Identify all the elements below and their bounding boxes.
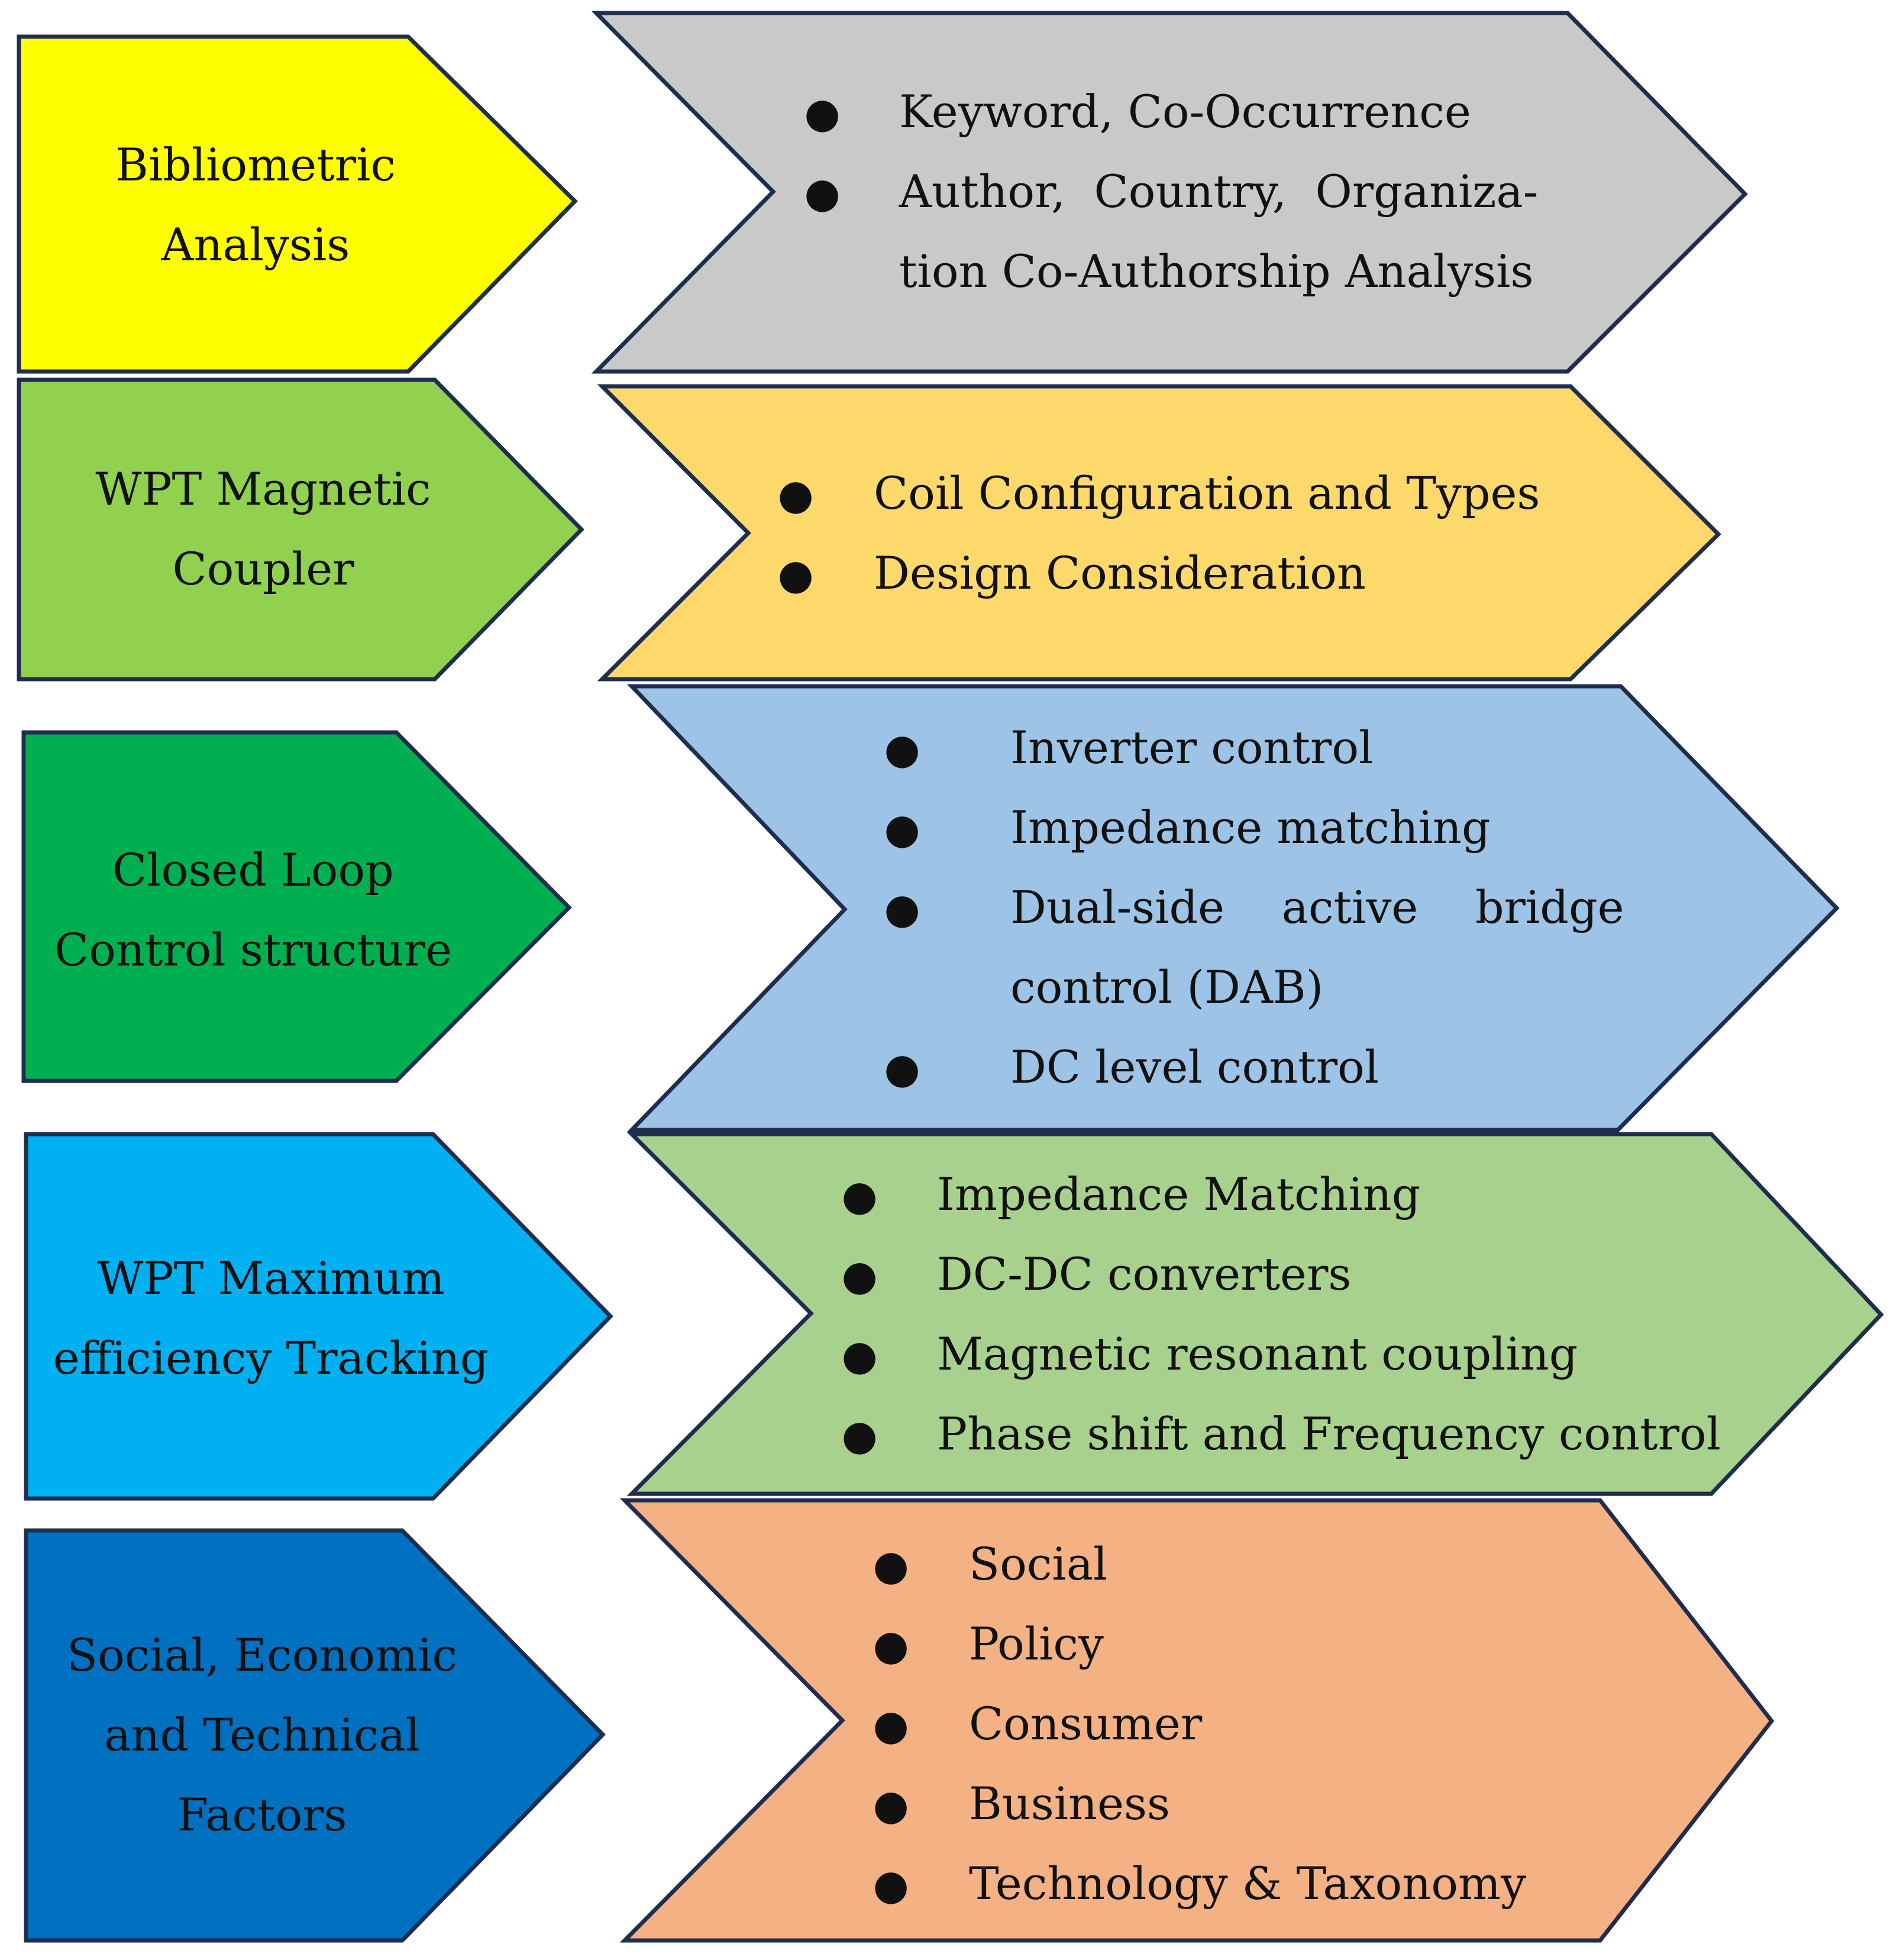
category-arrow — [17, 377, 584, 682]
bullet-icon: ● — [841, 1251, 877, 1300]
bullet-icon: ● — [884, 884, 920, 933]
list-item-text: DC-DC converters — [937, 1248, 1351, 1300]
detail-chevron — [626, 684, 1840, 1132]
bullet-icon: ● — [841, 1411, 877, 1459]
row-max-efficiency: WPT Maximum efficiency Tracking ● Impedance… — [24, 1132, 1884, 1501]
list-item-text: Social — [969, 1538, 1107, 1590]
list-item-text: Consumer — [969, 1697, 1203, 1750]
category-label-line: and Technical — [104, 1709, 420, 1761]
category-label-line: WPT Magnetic — [95, 463, 431, 515]
bullet-icon: ● — [804, 169, 840, 217]
detail-chevron — [591, 11, 1748, 374]
list-item-text: DC level control — [1010, 1041, 1379, 1093]
category-label-line: WPT Maximum — [97, 1252, 444, 1304]
category-label-line: Factors — [177, 1788, 347, 1841]
category-arrow — [17, 34, 578, 374]
list-item-text: Technology & Taxonomy — [969, 1857, 1526, 1910]
bullet-icon: ● — [873, 1541, 909, 1590]
bullet-icon: ● — [884, 1044, 920, 1093]
category-label-line: Social, Economic — [67, 1629, 457, 1681]
bullet-icon: ● — [884, 805, 920, 853]
bullet-icon: ● — [884, 725, 920, 773]
list-item-text: Coil Configuration and Types — [874, 467, 1540, 519]
list-item-text: Design Consideration — [874, 547, 1366, 599]
list-item-text: Business — [969, 1777, 1170, 1830]
list-item-text: Impedance matching — [1010, 801, 1491, 854]
detail-chevron — [597, 384, 1721, 682]
category-label-line: efficiency Tracking — [53, 1332, 489, 1384]
category-label-line: Bibliometric — [115, 138, 396, 191]
category-arrow — [24, 1528, 606, 1943]
list-item-text: Author, Country, Organiza- — [899, 165, 1538, 218]
category-label-line: Control structure — [54, 924, 452, 976]
bullet-icon: ● — [777, 550, 813, 599]
category-label-line: Coupler — [172, 543, 354, 595]
detail-chevron — [626, 1132, 1884, 1496]
list-item-text: Dual-side active bridge — [1010, 881, 1624, 934]
category-arrow — [21, 730, 572, 1083]
list-item-text: Policy — [969, 1617, 1104, 1670]
list-item-text: Keyword, Co-Occurrence — [899, 85, 1471, 138]
category-label-line: Analysis — [161, 218, 350, 271]
list-item-text: Phase shift and Frequency control — [937, 1407, 1721, 1460]
bullet-icon: ● — [873, 1781, 909, 1829]
bullet-icon: ● — [841, 1171, 877, 1220]
bullet-icon: ● — [804, 89, 840, 137]
bullet-icon: ● — [873, 1861, 909, 1909]
bullet-icon: ● — [873, 1701, 909, 1749]
list-item-text: Impedance Matching — [937, 1168, 1420, 1220]
category-arrow — [24, 1132, 613, 1501]
bullet-icon: ● — [841, 1331, 877, 1380]
bullet-icon: ● — [777, 470, 813, 519]
category-label-line: Closed Loop — [112, 844, 394, 896]
bullet-icon: ● — [873, 1621, 909, 1670]
list-item-text: control (DAB) — [1010, 961, 1323, 1013]
detail-chevron — [619, 1498, 1775, 1943]
list-item-text: tion Co-Authorship Analysis — [899, 245, 1533, 298]
list-item-text: Magnetic resonant coupling — [937, 1328, 1578, 1380]
list-item-text: Inverter control — [1010, 721, 1373, 774]
